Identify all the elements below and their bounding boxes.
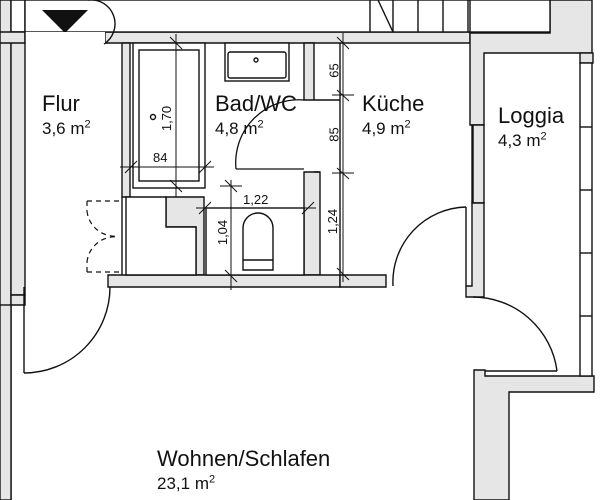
bathtub xyxy=(132,42,206,189)
room-kueche: Küche 4,9 m2 xyxy=(362,91,425,138)
storage-closet xyxy=(121,196,197,276)
room-loggia: Loggia 4,3 m2 xyxy=(498,103,565,150)
loggia-railing xyxy=(472,62,593,377)
dim-wc-width: 1,22 xyxy=(243,192,269,207)
room-wohnen: Wohnen/Schlafen 23,1 m2 xyxy=(157,446,331,493)
wc-room xyxy=(205,207,305,276)
room-area: 3,6 m2 xyxy=(42,118,91,138)
room-name: Bad/WC xyxy=(215,91,297,116)
entrance-door-swing xyxy=(88,0,116,45)
loggia-door-swing xyxy=(472,296,558,372)
room-name: Flur xyxy=(42,91,80,116)
kitchen-door-swing xyxy=(392,206,467,287)
dim-bathtub-length: 1,70 xyxy=(159,105,175,132)
closet-doors xyxy=(86,200,122,273)
dim-bathtub-width: 84 xyxy=(153,150,168,165)
room-bad: Bad/WC 4,8 m2 xyxy=(215,91,297,138)
room-area: 23,1 m2 xyxy=(157,473,216,493)
dim-kitchen-door: 85 xyxy=(326,127,342,142)
room-area: 4,9 m2 xyxy=(362,118,411,138)
dim-kitchen-segment-2: 1,24 xyxy=(325,208,341,235)
flur-door-swing xyxy=(23,286,111,374)
dimension-lines xyxy=(120,33,354,290)
entrance-arrow-down-icon xyxy=(42,10,88,33)
bathroom-door-swing xyxy=(235,99,305,170)
staircase xyxy=(24,0,551,33)
dim-kitchen-segment-1: 65 xyxy=(326,63,342,78)
room-flur: Flur 3,6 m2 xyxy=(42,91,91,138)
room-name: Loggia xyxy=(498,103,565,128)
room-area: 4,3 m2 xyxy=(498,130,547,150)
sink xyxy=(224,42,290,82)
room-name: Wohnen/Schlafen xyxy=(157,446,331,471)
room-name: Küche xyxy=(362,91,425,116)
dim-wc-depth: 1,04 xyxy=(215,219,231,246)
room-area: 4,8 m2 xyxy=(215,118,264,138)
